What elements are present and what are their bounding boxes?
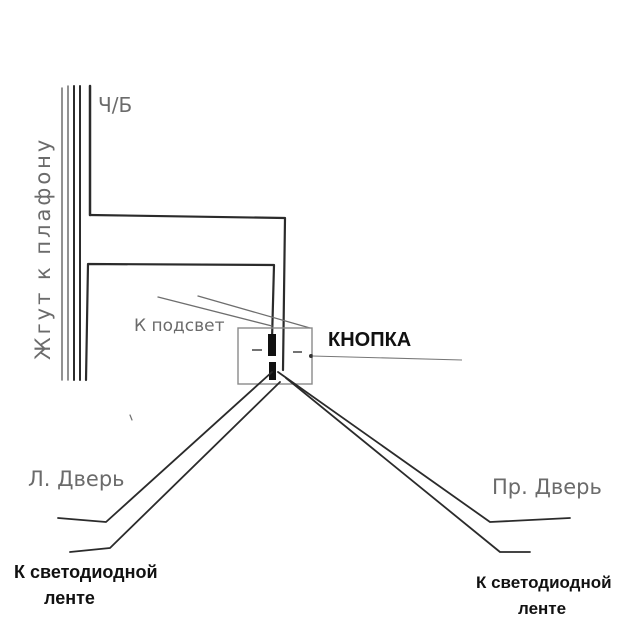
- led-strip-left-line1: К светодиодной: [14, 562, 158, 582]
- backlight-pointer: [157, 296, 273, 327]
- backlight-label: К подсвет: [134, 316, 225, 336]
- button-switch: [237, 327, 463, 385]
- backlight-pointer-2: [197, 295, 311, 329]
- led-strip-right-line1: К светодиодной: [476, 573, 612, 592]
- wire-upper: [88, 213, 287, 372]
- right-door-label: Пр. Дверь: [492, 475, 602, 499]
- led-strip-right-line2: ленте: [518, 599, 566, 618]
- left-door-label: Л. Дверь: [28, 467, 125, 491]
- harness-label: Жгут к плафону: [31, 137, 55, 360]
- right-door-wires: [277, 371, 571, 553]
- led-strip-left-line2: ленте: [44, 588, 95, 608]
- button-label: КНОПКА: [328, 329, 411, 351]
- harness-bundle: [61, 84, 92, 381]
- left-door-wires: [57, 371, 281, 553]
- wire-lower: [84, 262, 276, 382]
- wire-code-label: Ч/Б: [98, 93, 132, 117]
